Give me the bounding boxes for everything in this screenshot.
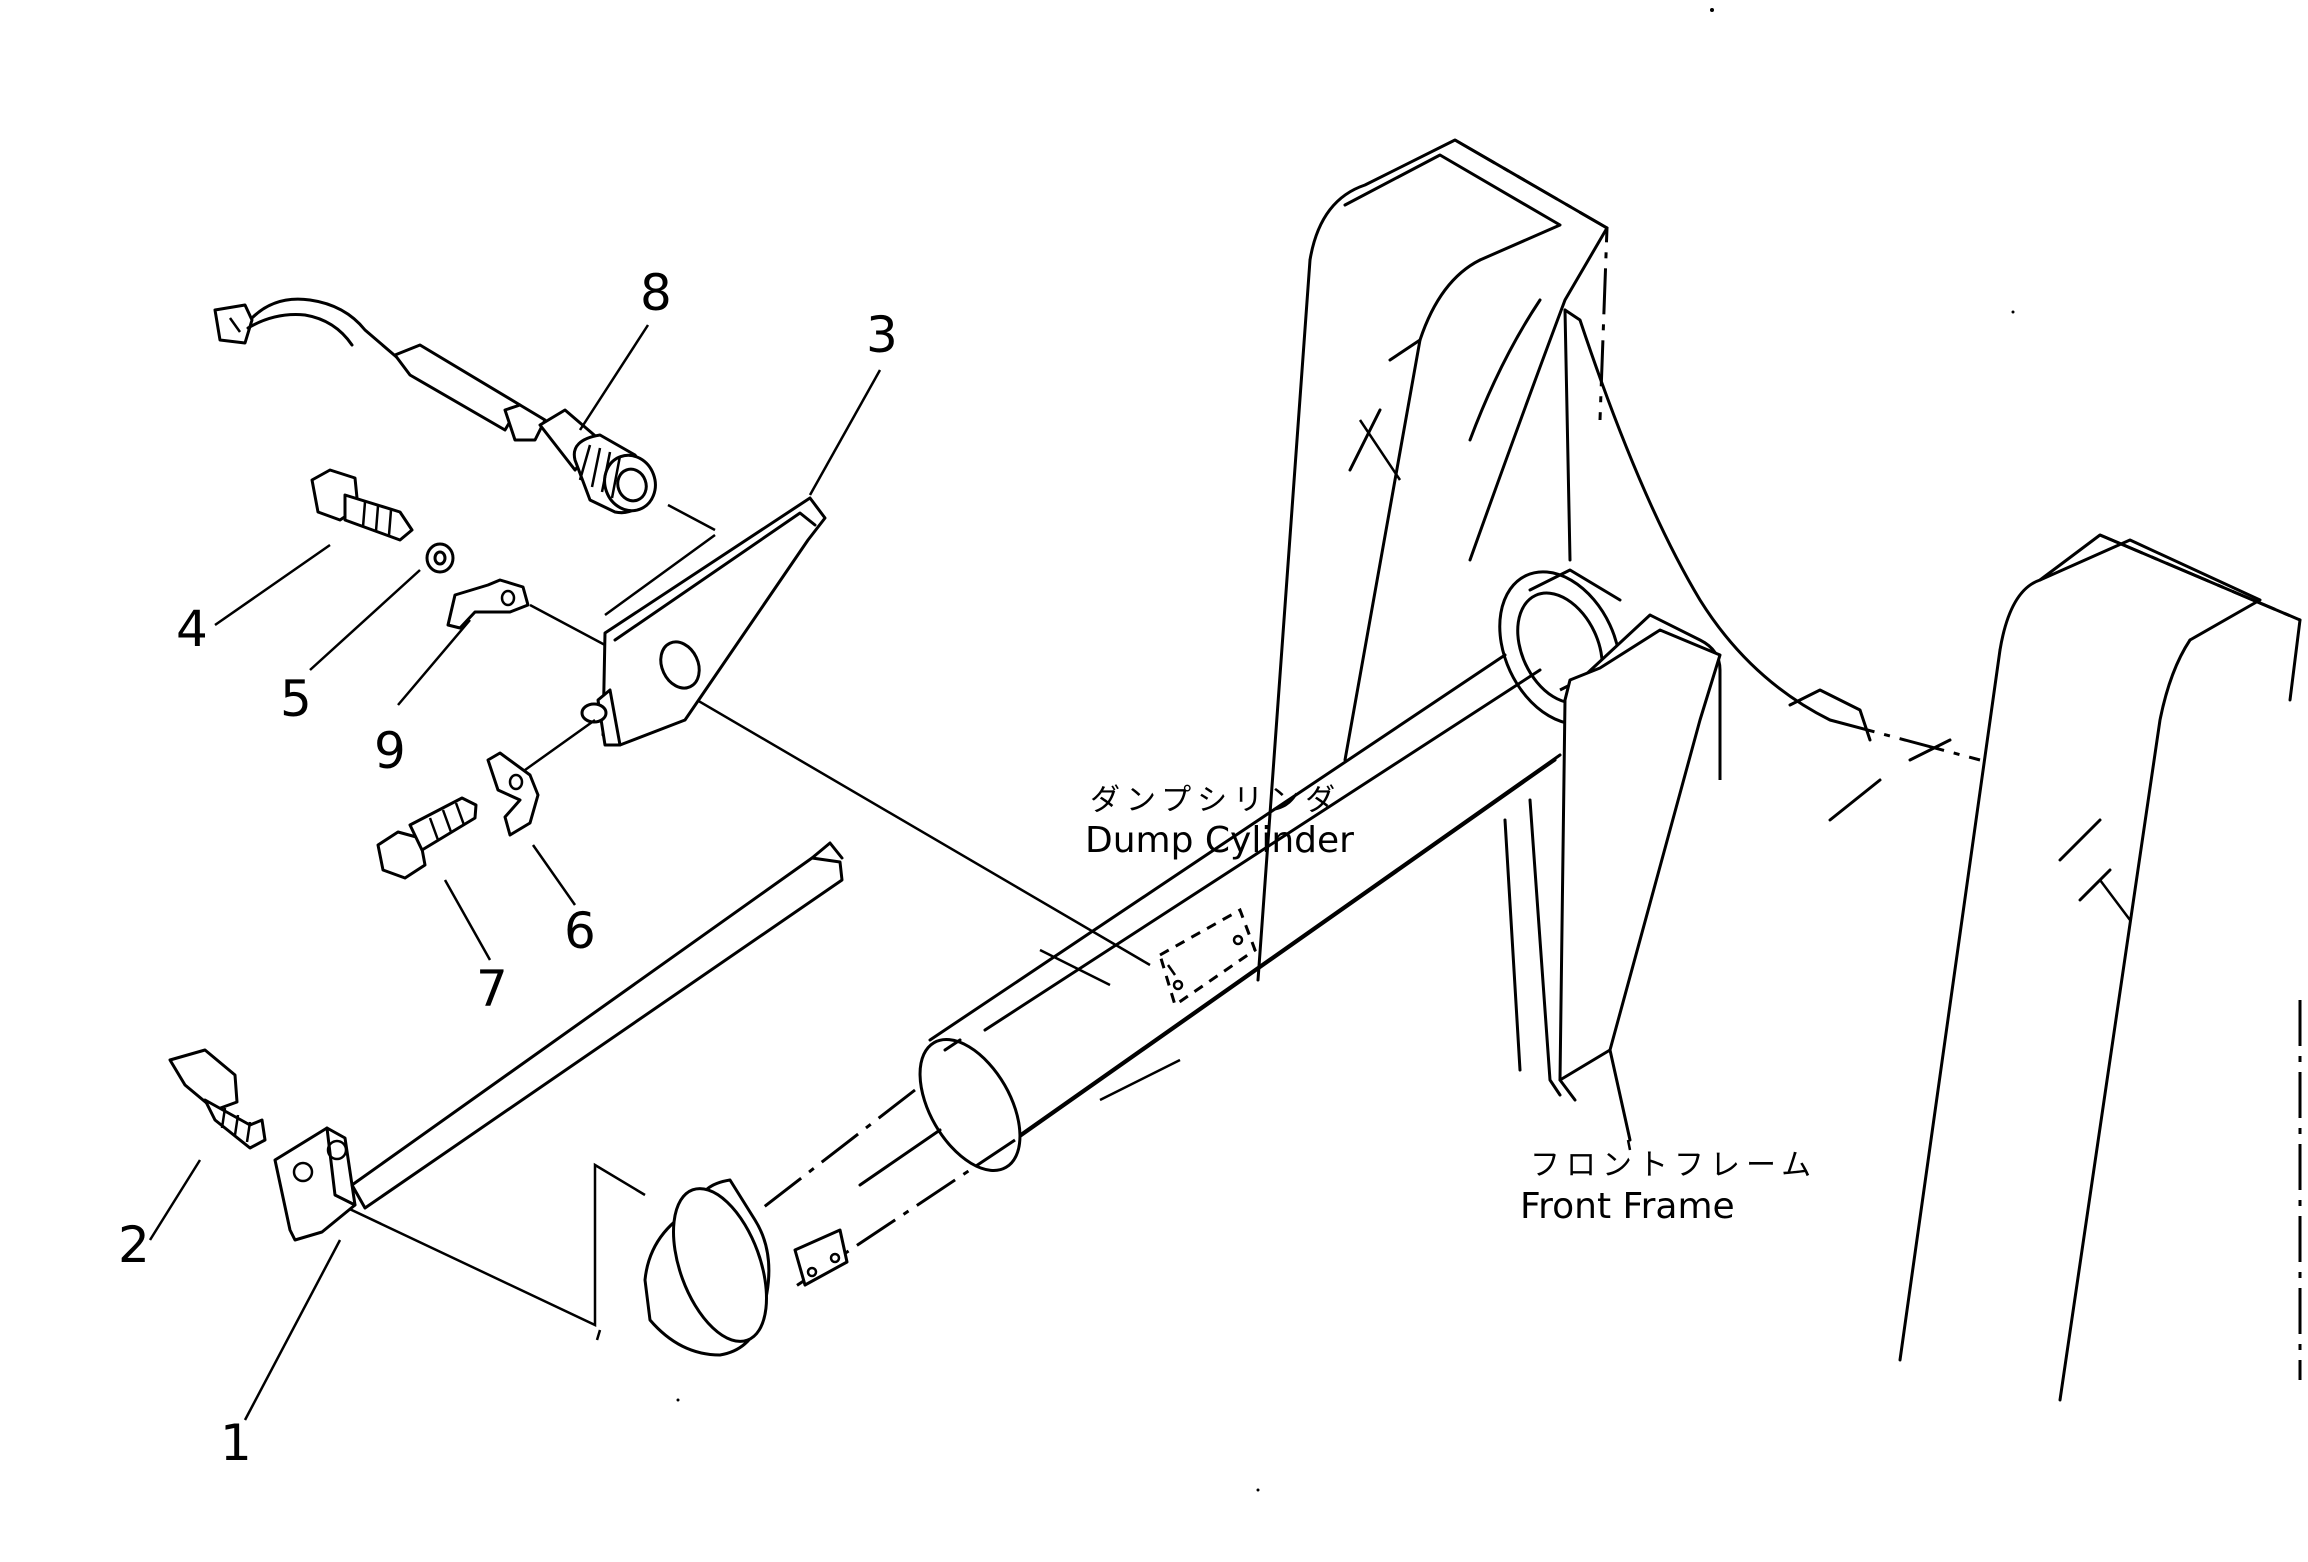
dump-cylinder-label-jp: ダンプシリンダ [1090,783,1341,818]
dump-cylinder [643,653,1562,1357]
part-1-bracket [273,841,844,1242]
callout-6: 6 [564,902,596,960]
part-8-switch [213,297,716,532]
scan-specks [676,8,2015,1492]
callout-leaders [148,324,1632,1421]
part-5-washer [425,542,455,574]
cylinder-mount-boss [1498,568,1952,1142]
front-frame-right-tower [1828,533,2302,1402]
callout-1: 1 [220,1414,252,1472]
callout-8: 8 [640,264,672,322]
part-6-clip [486,718,596,837]
part-9-clip [446,578,606,647]
callout-9: 9 [374,722,406,780]
part-7-bolt [376,796,478,880]
dump-cylinder-label-en: Dump Cylinder [1085,820,1354,861]
callout-7: 7 [476,960,508,1018]
callout-2: 2 [118,1216,150,1274]
assembly-lines [319,653,1151,1341]
part-4-bolt [310,468,414,542]
callout-4: 4 [176,600,208,658]
part-2-bolt [168,1048,267,1150]
part-3-bracket [580,496,827,747]
callout-5: 5 [280,670,312,728]
front-frame-left-tower [1256,138,1981,982]
front-frame-label-en: Front Frame [1520,1186,1735,1227]
callout-3: 3 [866,306,898,364]
front-frame-label-jp: フロントフレーム [1530,1148,1817,1183]
